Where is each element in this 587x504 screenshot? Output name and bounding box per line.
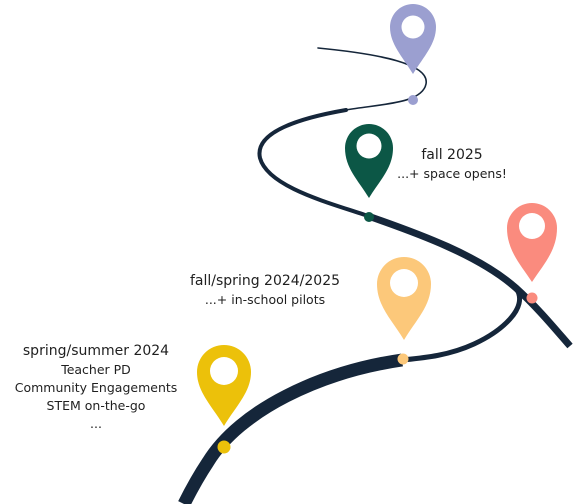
milestone-pin-salmon bbox=[507, 203, 557, 304]
milestone-dot bbox=[526, 292, 538, 304]
milestone-item: ... bbox=[90, 416, 102, 431]
pin-hole bbox=[401, 15, 425, 39]
milestone-dot bbox=[408, 95, 418, 105]
milestone-item: ...+ space opens! bbox=[397, 166, 507, 181]
milestone-title: fall/spring 2024/2025 bbox=[190, 273, 341, 289]
road-middle-stretch bbox=[366, 212, 573, 349]
map-pin-icon bbox=[390, 4, 436, 74]
pin-hole bbox=[390, 269, 418, 297]
milestone-item: ...+ in-school pilots bbox=[204, 292, 326, 307]
milestone-dot bbox=[364, 212, 374, 222]
road-far-tail bbox=[317, 47, 427, 111]
milestone-label-fall-spring-2024-2025: fall/spring 2024/2025 ...+ in-school pil… bbox=[190, 272, 340, 309]
road-lower-bend bbox=[399, 285, 522, 363]
milestone-pin-lavender bbox=[390, 4, 436, 105]
road-upper-bend bbox=[257, 108, 370, 218]
map-pin-icon bbox=[377, 257, 431, 340]
milestone-pin-spring-summer-2024 bbox=[197, 345, 251, 454]
pin-hole bbox=[519, 213, 545, 239]
pin-hole bbox=[210, 357, 238, 385]
milestone-pin-fall-2025 bbox=[345, 124, 393, 222]
pin-hole bbox=[356, 133, 382, 159]
milestone-dot bbox=[397, 353, 409, 365]
milestone-item: STEM on-the-go bbox=[46, 398, 146, 413]
milestone-pin-fall-spring-2024-2025 bbox=[377, 257, 431, 365]
milestone-item: Community Engagements bbox=[14, 380, 178, 395]
road-near-stretch bbox=[178, 353, 403, 504]
milestone-title: fall 2025 bbox=[421, 147, 483, 163]
milestone-label-fall-2025: fall 2025 ...+ space opens! bbox=[393, 146, 511, 183]
milestone-item: Teacher PD bbox=[61, 362, 131, 377]
milestone-title: spring/summer 2024 bbox=[22, 343, 170, 359]
map-pin-icon bbox=[197, 345, 251, 426]
milestone-dot bbox=[217, 440, 231, 454]
milestone-label-spring-summer-2024: spring/summer 2024 Teacher PD Community … bbox=[10, 342, 182, 433]
